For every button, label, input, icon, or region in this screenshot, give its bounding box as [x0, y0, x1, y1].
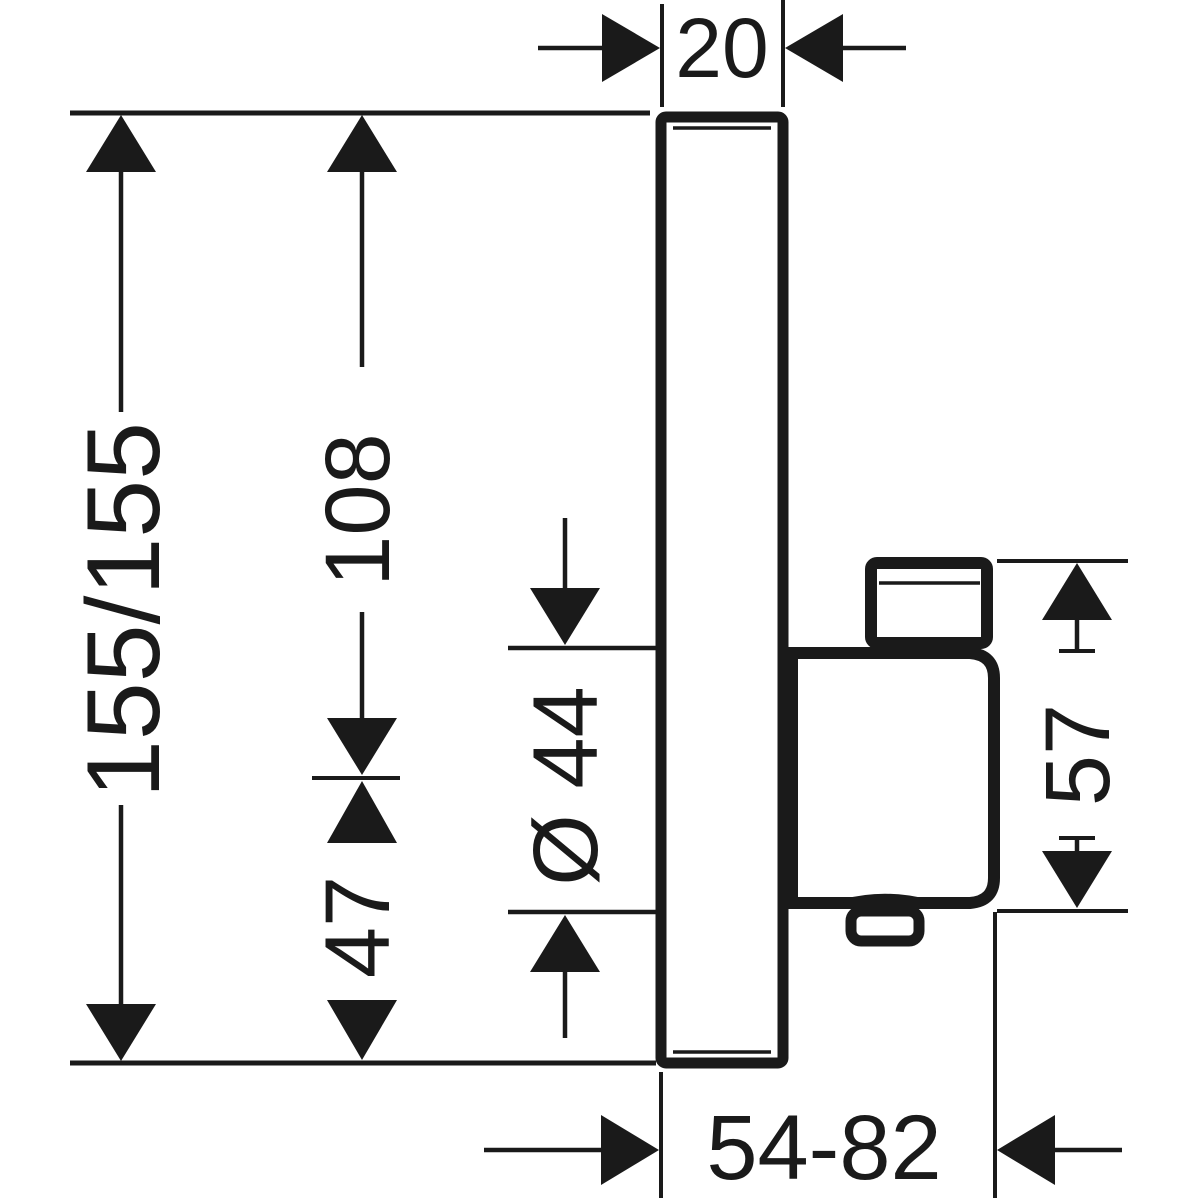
handle-bottom-tab-outline	[845, 905, 925, 947]
arrow-up-icon	[1042, 563, 1112, 620]
cover-plate	[655, 111, 789, 1069]
dimension-label-plate-size: 155/155	[66, 422, 182, 798]
dimension-label-handle-diameter: Ø 44	[515, 686, 617, 885]
dimension-label-top-to-handle-center: 108	[307, 433, 409, 587]
handle-body-outline	[786, 647, 1000, 909]
handle-neck-outline	[865, 557, 993, 649]
arrow-right-icon	[601, 1115, 659, 1185]
arrow-up-icon	[327, 115, 397, 172]
dimension-top-to-handle-center: 108	[307, 115, 409, 780]
arrow-down-icon	[1042, 851, 1112, 908]
dimension-handle-height: 57	[997, 559, 1129, 913]
dimension-label-plate-depth: 20	[675, 1, 768, 95]
handle	[786, 557, 1000, 947]
dimension-label-installation-depth: 54-82	[706, 1097, 941, 1199]
handle-body-bottom-hump	[842, 893, 928, 903]
arrow-left-icon	[997, 1115, 1055, 1185]
arrow-right-icon	[602, 14, 660, 82]
arrow-down-icon	[86, 1004, 156, 1061]
arrow-up-icon	[86, 115, 156, 172]
arrow-down-icon	[327, 718, 397, 775]
arrow-down-icon	[327, 1000, 397, 1060]
dimension-plate-size: 155/155	[66, 110, 656, 1066]
dimension-plate-depth: 20	[538, 0, 906, 107]
arrow-left-icon	[785, 14, 843, 82]
dimension-label-handle-height: 57	[1027, 704, 1129, 806]
arrow-up-icon	[327, 781, 397, 843]
arrow-up-icon	[530, 915, 600, 972]
dimension-label-handle-center-to-bottom: 47	[307, 876, 409, 978]
cover-plate-outline	[655, 111, 789, 1069]
dimension-handle-diameter: Ø 44	[508, 518, 656, 1038]
dimension-installation-depth: 54-82	[484, 912, 1122, 1199]
arrow-down-icon	[530, 588, 600, 645]
dimension-handle-center-to-bottom: 47	[307, 781, 409, 1060]
